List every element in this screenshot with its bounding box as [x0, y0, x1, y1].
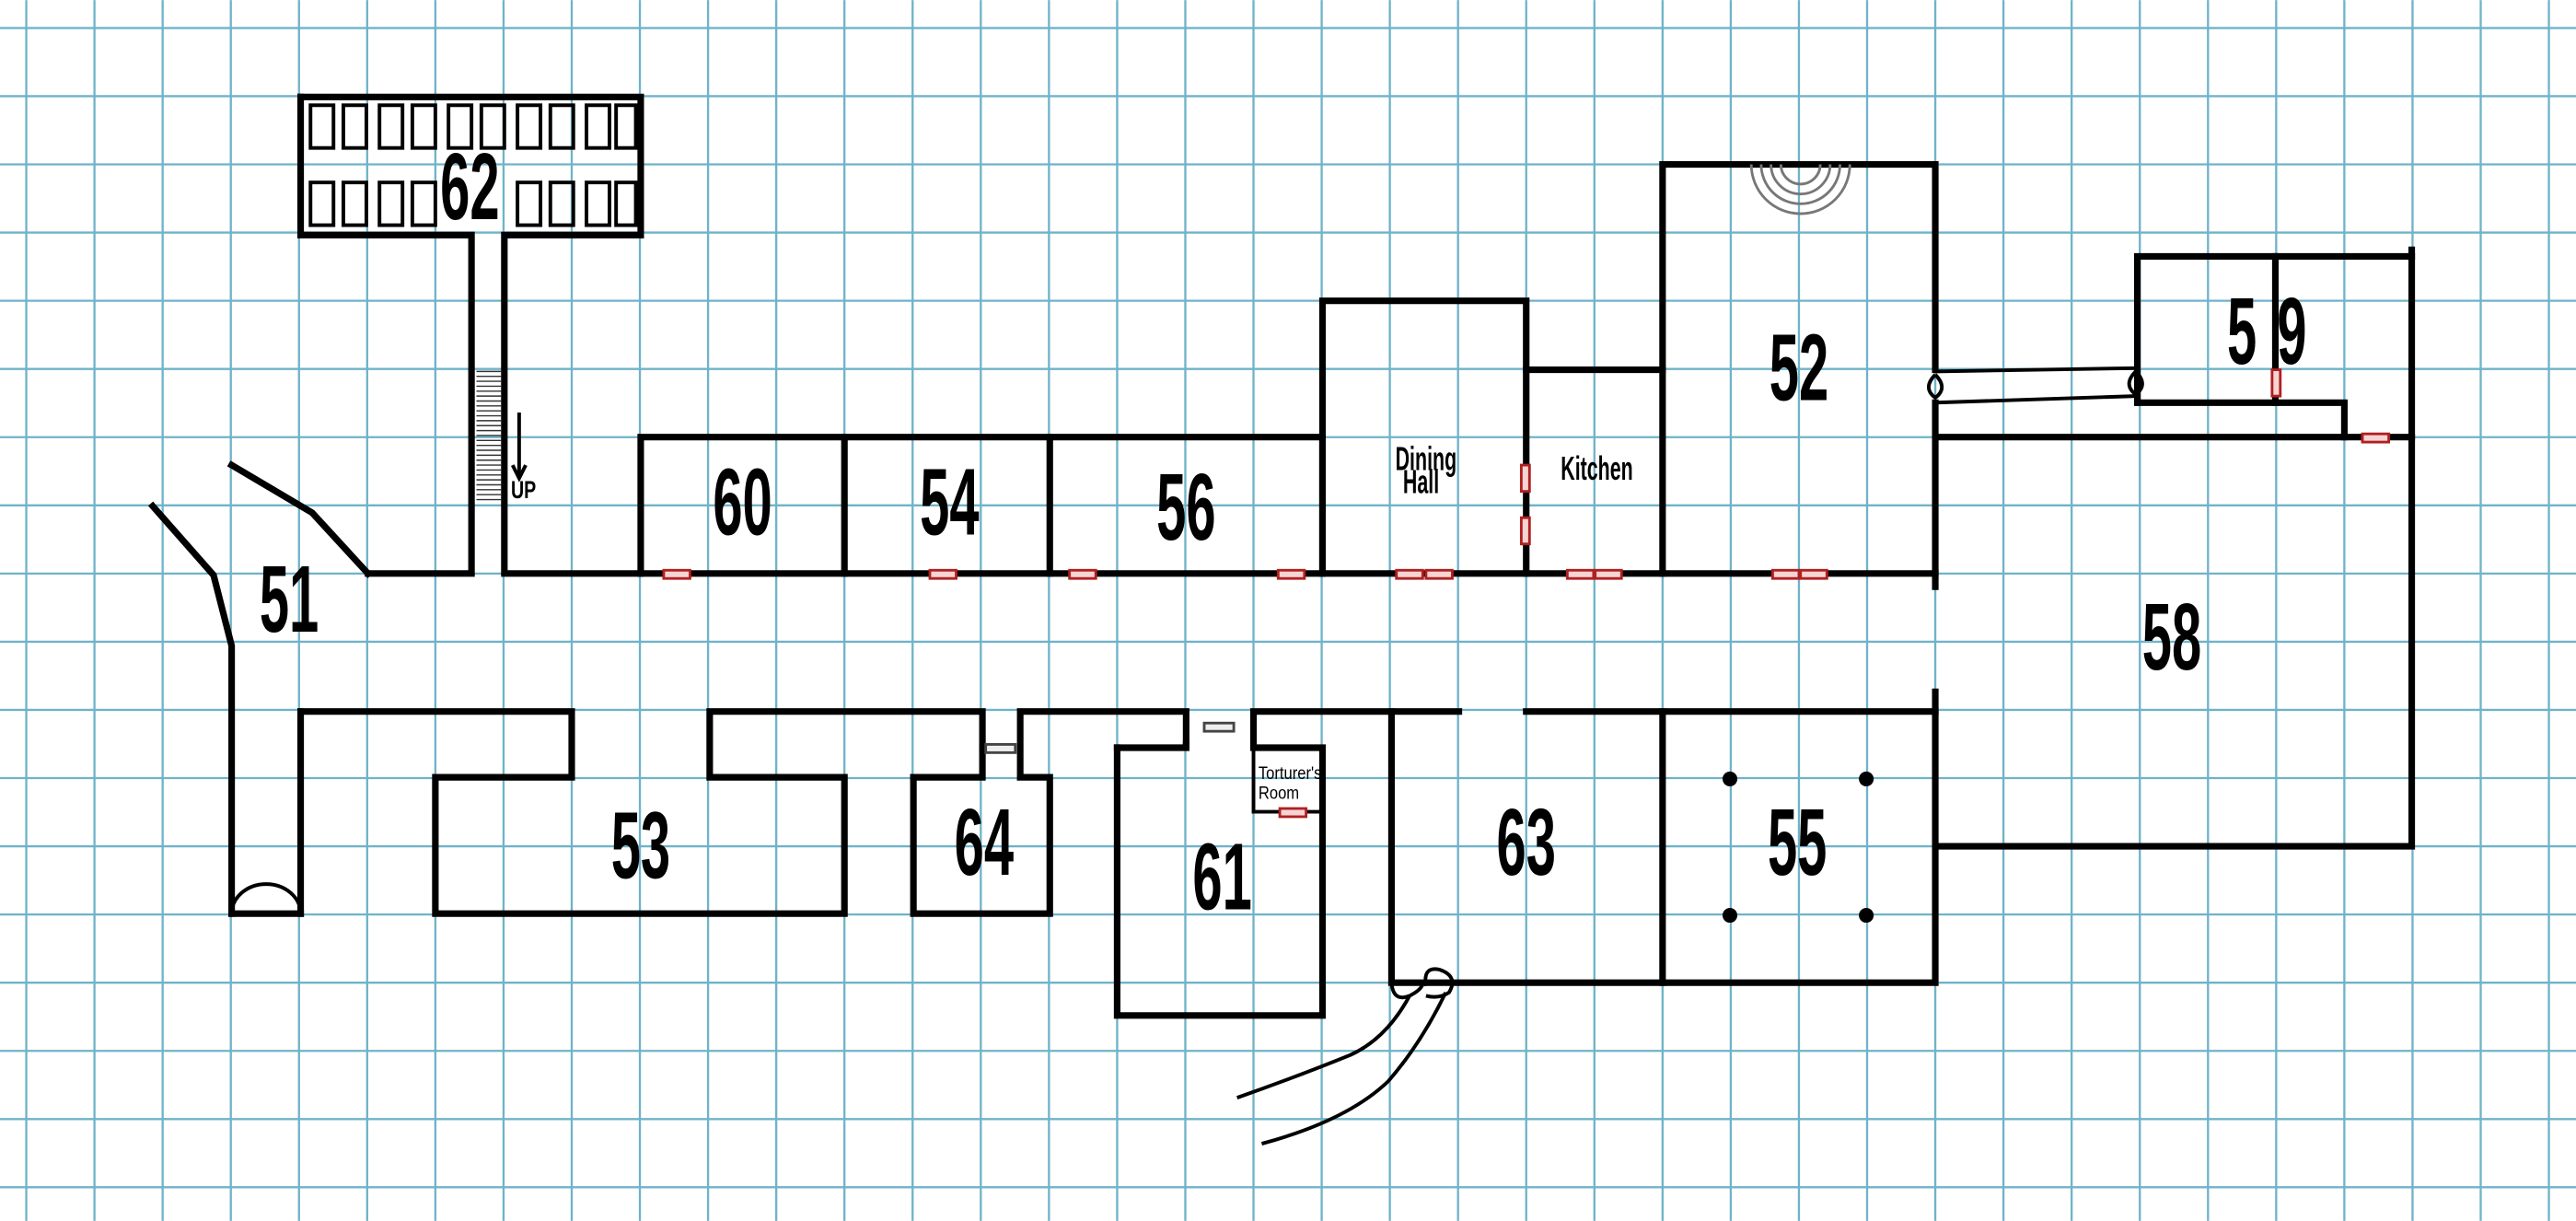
rooms-63-55 — [1387, 688, 1939, 986]
room-label-58: 58 — [2142, 583, 2201, 690]
dining-kitchen-52 — [1318, 160, 1939, 590]
room-58 — [1932, 246, 2416, 850]
room-label-55: 55 — [1768, 788, 1827, 895]
prison-cells — [308, 103, 638, 227]
stairs-up-label: UP — [511, 476, 536, 504]
tunnel-63 — [1236, 967, 1455, 1145]
room-label-52: 52 — [1770, 313, 1828, 420]
room-51 — [147, 460, 373, 917]
room-label-61: 61 — [1192, 823, 1251, 930]
room-64 — [910, 708, 1189, 917]
room-label-60: 60 — [713, 448, 772, 555]
room-labels: 51 52 53 54 55 56 58 59 60 61 62 63 64 — [260, 133, 2327, 930]
room-label-59: 59 — [2227, 277, 2327, 384]
torturers-room-label-line1: Torturer's — [1259, 763, 1322, 783]
doors — [662, 368, 2391, 819]
room-61 — [1113, 708, 1463, 1019]
room-53 — [296, 708, 986, 917]
room-label-56: 56 — [1156, 453, 1215, 560]
dining-hall-label-line2: Hall — [1403, 464, 1439, 501]
kitchen-label: Kitchen — [1561, 451, 1632, 488]
room-label-51: 51 — [260, 545, 319, 652]
area-labels: Dining Hall Kitchen Torturer's Room UP — [511, 441, 1633, 803]
room-label-63: 63 — [1497, 788, 1556, 895]
room-62 — [296, 93, 644, 577]
torturers-room-label-line2: Room — [1259, 783, 1299, 802]
staircase — [476, 370, 528, 501]
room-label-54: 54 — [920, 448, 980, 555]
passage-52-59 — [1926, 366, 2144, 405]
room-label-62: 62 — [440, 133, 499, 239]
dining-hall-label-line1: Dining — [1396, 441, 1457, 478]
well-icon — [1749, 164, 1851, 215]
room-label-53: 53 — [611, 792, 670, 899]
room-label-64: 64 — [955, 788, 1015, 895]
